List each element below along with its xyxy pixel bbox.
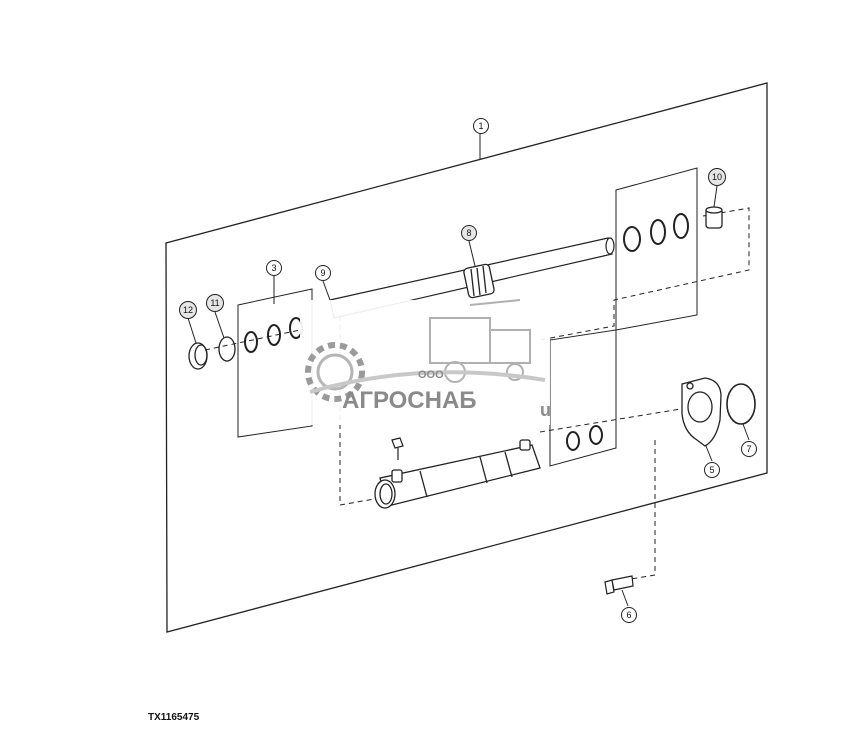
callout-11: 11 [206,294,224,312]
piston-seal-set-part [623,213,689,252]
grease-fitting-part [391,437,404,460]
rod-seal-set-part [244,317,303,353]
wiper-ring-part [218,336,236,362]
seal-kit-outline-right [549,167,698,467]
gland-seals-part [566,425,603,451]
bolt-part [604,575,634,595]
callout-6: 6 [621,607,637,623]
callout-12-label: 12 [183,305,193,315]
cylinder-barrel-part [374,439,541,509]
end-cap-part [681,377,722,447]
callout-11-label: 11 [210,298,219,308]
callout-12: 12 [179,301,197,319]
callout-9-label: 9 [320,268,325,278]
watermark-swoosh-icon [309,370,546,394]
assembly-dashed-lines [204,207,750,581]
bushing-part [705,206,723,229]
callout-7-label: 7 [746,444,751,454]
callout-3-label: 3 [271,263,276,273]
figure-reference-code: TX1165475 [148,712,200,723]
callout-8-label: 8 [466,228,471,238]
callout-3: 3 [266,260,282,276]
callout-5: 5 [704,462,720,478]
leader-lines [187,134,750,607]
callout-10-label: 10 [712,172,722,182]
watermark-suffix: u [540,400,551,420]
watermark: ООО АГРОСНАБ u [300,299,551,425]
kit-sheet-outline [165,82,768,633]
retaining-ring-part [188,342,208,370]
o-ring-part [726,383,756,425]
watermark-name: АГРОСНАБ [342,387,477,414]
gear-logo-icon [305,342,365,402]
callout-1: 1 [473,118,489,134]
callout-7: 7 [741,441,757,457]
callout-10: 10 [708,168,726,186]
callout-5-label: 5 [709,465,714,475]
seal-kit-outline-left [237,288,313,438]
callout-9: 9 [315,265,331,281]
piston-part [463,263,495,299]
callout-1-label: 1 [478,121,483,131]
callout-6-label: 6 [626,610,631,620]
watermark-prefix: ООО [418,369,444,381]
callout-8: 8 [461,225,477,241]
